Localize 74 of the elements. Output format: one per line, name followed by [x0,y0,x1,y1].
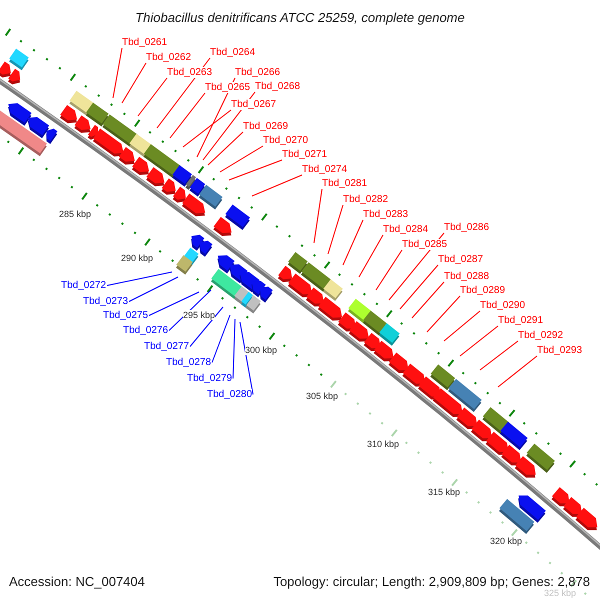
gene-label: Tbd_0270 [263,135,308,146]
gene-label: Tbd_0266 [235,67,280,78]
leader-line [128,276,178,302]
gene-label: Tbd_0275 [103,310,148,321]
gene-label: Tbd_0287 [438,254,484,265]
gene-label: Tbd_0262 [146,52,192,63]
leader-line [232,318,236,379]
gene-label: Tbd_0291 [498,315,544,326]
gene-label: Tbd_0278 [166,357,212,368]
scale-label: 295 kbp [182,310,216,320]
gene-label: Tbd_0274 [302,164,348,175]
gene-label: Tbd_0283 [363,209,408,220]
gene-label: Tbd_0282 [343,194,388,205]
leader-line [170,92,206,138]
gene-label: Tbd_0286 [444,222,490,233]
leader-line [342,220,364,266]
gene-label: Tbd_0284 [383,224,428,235]
leader-line [196,78,236,158]
gene-label: Tbd_0269 [243,121,288,132]
gene-label: Tbd_0293 [537,345,582,356]
leader-line [138,78,168,116]
leader-line [106,272,172,286]
gene-label: Tbd_0289 [460,285,506,296]
gene-label: Tbd_0267 [231,99,276,110]
leader-line [412,282,444,318]
leader-line [190,306,224,347]
leader-line [220,146,264,172]
leader-line [182,110,232,148]
footer-text: Accession: NC_007404 [9,575,145,588]
gene-label: Tbd_0268 [255,81,300,92]
scale-label: 320 kbp [490,536,522,546]
gene-label: Tbd_0279 [187,373,232,384]
leader-line [426,296,460,332]
leader-line [212,314,230,363]
gene-label: Tbd_0281 [322,178,368,189]
gene-label: Tbd_0285 [402,239,448,250]
title: Thiobacillus denitrificans ATCC 25259, complete genome [134,10,466,26]
gene-label: Tbd_0261 [122,37,168,48]
scale-label: 285 kbp [58,209,92,219]
leader-line [112,48,122,98]
leader-line [400,264,438,310]
leader-line [358,234,384,278]
scale-label: 290 kbp [120,253,154,263]
scale-label: 300 kbp [244,345,278,355]
gene-label: Tbd_0264 [210,47,256,58]
gene-label: Tbd_0280 [207,389,252,400]
scale-label: 315 kbp [428,487,460,497]
gene-label: Tbd_0276 [123,325,168,336]
leader-line [328,204,344,254]
gene-label: Tbd_0271 [282,149,328,160]
gene-label: Tbd_0263 [167,67,212,78]
gene-label: Tbd_0288 [444,271,490,282]
leader-line [376,250,402,290]
leader-line [228,160,282,180]
gene-label: Tbd_0290 [480,300,526,311]
scale-label: 325 kbp [544,588,576,598]
leader-line [498,356,538,388]
leader-line [122,62,146,104]
leader-line [240,322,254,395]
leader-line [208,132,244,166]
gene-label: Tbd_0277 [144,341,190,352]
gene-label: Tbd_0272 [61,280,106,291]
leader-line [314,188,322,244]
gene-label: Tbd_0265 [205,82,250,93]
gene-label: Tbd_0292 [518,330,564,341]
scale-label: 310 kbp [366,439,400,449]
gene-label: Tbd_0273 [83,296,128,307]
leader-line [148,292,200,316]
leader-line [480,340,518,370]
leader-line [252,174,302,196]
footer-text: Topology: circular; Length: 2,909,809 bp; Genes: 2,878 [273,575,590,588]
leader-line [460,326,498,356]
leader-line [444,310,480,342]
scale-label: 305 kbp [306,391,338,401]
